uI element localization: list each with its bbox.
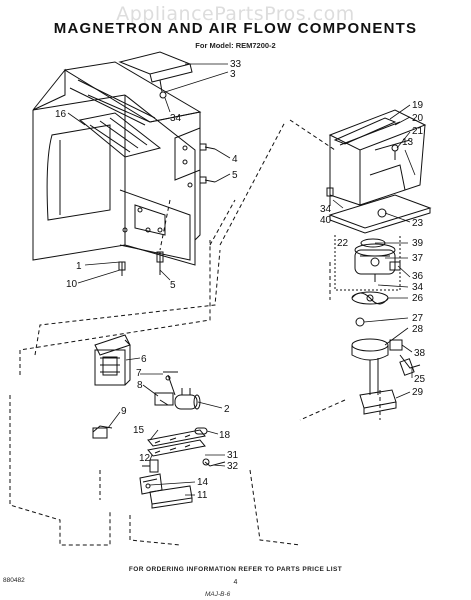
callout-22: 22 xyxy=(337,238,349,249)
callout-29: 29 xyxy=(412,387,424,398)
callout-20: 20 xyxy=(412,113,424,124)
callout-10: 10 xyxy=(66,279,78,290)
callout-27: 27 xyxy=(412,313,424,324)
callout-39: 39 xyxy=(412,238,424,249)
callout-1: 1 xyxy=(76,261,82,272)
page-title: MAGNETRON AND AIR FLOW COMPONENTS xyxy=(53,20,418,37)
callout-13: 13 xyxy=(402,137,414,148)
callout-8: 8 xyxy=(137,380,143,391)
callout-21: 21 xyxy=(412,126,424,137)
leader-lines xyxy=(67,63,416,496)
fan-blade xyxy=(351,291,389,305)
callout-34: 34 xyxy=(170,113,182,124)
high-voltage-diode xyxy=(154,371,178,406)
callout-9: 9 xyxy=(121,406,127,417)
callout-5b: 5 xyxy=(170,280,176,291)
callout-34b: 34 xyxy=(320,204,332,215)
callout-37: 37 xyxy=(412,253,424,264)
part-11-bracket xyxy=(139,473,193,509)
callout-31: 31 xyxy=(227,450,239,461)
callout-26: 26 xyxy=(412,293,424,304)
callout-16: 16 xyxy=(55,109,67,120)
oven-cavity-assembly xyxy=(32,61,202,276)
callout-14: 14 xyxy=(197,477,209,488)
callout-25: 25 xyxy=(414,374,426,385)
callout-40: 40 xyxy=(320,215,332,226)
callout-34c: 34 xyxy=(412,282,424,293)
callout-38: 38 xyxy=(414,348,426,359)
callout-33: 33 xyxy=(230,59,242,70)
callout-15: 15 xyxy=(133,425,145,436)
capacitor xyxy=(174,388,201,410)
fan-motor-assembly xyxy=(334,235,401,291)
callout-7: 7 xyxy=(136,368,142,379)
callout-labels: 33 3 34 16 4 5 1 10 5 6 7 8 9 2 15 18 12… xyxy=(55,59,426,501)
callout-6: 6 xyxy=(141,354,147,365)
part-9-connector xyxy=(92,425,113,439)
thermal-cutout-assembly xyxy=(351,317,421,395)
connection-lines xyxy=(9,119,381,546)
part-12-switch xyxy=(142,459,159,473)
screws-4-5 xyxy=(199,143,216,184)
air-duct-assembly xyxy=(326,109,432,234)
callout-11: 11 xyxy=(197,490,208,501)
watermark: AppliancePartsPros.com xyxy=(116,3,355,25)
callout-5: 5 xyxy=(232,170,238,181)
callout-32: 32 xyxy=(227,461,239,472)
callout-4: 4 xyxy=(232,154,238,165)
ordering-note: FOR ORDERING INFORMATION REFER TO PARTS … xyxy=(128,566,343,573)
document-id: 880482 xyxy=(3,577,25,584)
callout-23: 23 xyxy=(412,218,424,229)
wire-harness xyxy=(147,429,206,457)
part-29-bracket xyxy=(359,389,397,415)
callout-12: 12 xyxy=(139,453,151,464)
part-32-wire xyxy=(202,458,226,467)
callout-28: 28 xyxy=(412,324,424,335)
part-33-bracket xyxy=(118,51,193,99)
callout-36: 36 xyxy=(412,271,424,282)
callout-3: 3 xyxy=(230,69,236,80)
handwritten-note: MAJ-B-6 xyxy=(205,591,231,598)
callout-2: 2 xyxy=(224,404,230,415)
model-subtitle: For Model: REM7200-2 xyxy=(195,41,276,50)
transformer xyxy=(94,334,131,386)
callout-18: 18 xyxy=(219,430,231,441)
page-number: 4 xyxy=(233,579,238,586)
callout-19: 19 xyxy=(412,100,424,111)
